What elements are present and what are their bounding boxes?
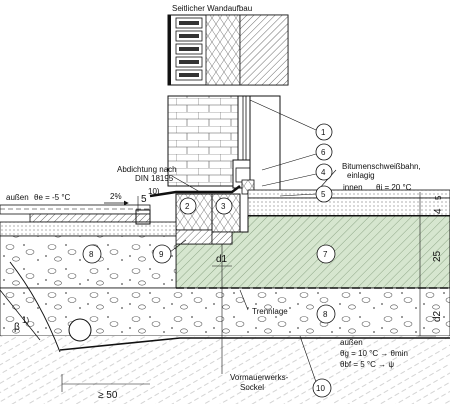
dim-5: 5: [141, 194, 147, 205]
dim-4-sup: 5: [434, 195, 443, 200]
label-beta-sup: 1): [22, 316, 29, 325]
callout-1: 1: [249, 99, 333, 141]
callout-2-text: 2: [185, 202, 190, 211]
callout-9-text: 9: [159, 250, 164, 259]
callout-9: 9: [152, 239, 187, 264]
callout-5: 5: [279, 185, 333, 203]
callout-8-upper-text: 8: [89, 250, 94, 259]
dim-25: 25: [432, 250, 443, 262]
callout-8-lower: 8: [316, 304, 336, 324]
label-aussen-right: außen: [340, 338, 363, 347]
dim-4: 4: [433, 208, 444, 214]
window-frame: [232, 95, 256, 189]
label-trennlage: Trennlage: [252, 307, 288, 316]
callout-1-text: 1: [321, 128, 326, 137]
slope-line: [9, 261, 61, 353]
callout-10: 10: [299, 335, 332, 398]
perimeter-insulation: [175, 193, 213, 231]
callout-3: 3: [215, 197, 233, 215]
callout-8-lower-text: 8: [323, 310, 328, 319]
callout-3-text: 3: [221, 202, 226, 211]
callout-4: 4: [261, 163, 333, 187]
inset-insulation: [205, 14, 241, 86]
dim-5-sup: 10): [148, 187, 160, 196]
inset-title: Seitlicher Wandaufbau: [172, 4, 252, 13]
dim-d2: d2: [432, 310, 443, 322]
drainage-pipe-icon: [68, 318, 92, 342]
dim-ge50: ≥ 50: [98, 390, 118, 401]
callout-2: 2: [179, 197, 197, 215]
label-bitumen-2: einlagig: [347, 171, 375, 180]
terrace-paving: [0, 204, 177, 237]
gravel-bed-upper: [0, 235, 177, 289]
callout-10-text: 10: [316, 384, 325, 393]
callout-4-text: 4: [321, 168, 326, 177]
label-abdichtung-1: Abdichtung nach: [117, 165, 177, 174]
label-theta-g: θg = 10 °C → θmin: [340, 349, 408, 358]
interior-wall-layer: [249, 95, 281, 193]
inset-brick-column: [175, 17, 203, 81]
label-theta-bf: θbf = 5 °C → ψ: [340, 360, 394, 369]
callout-6-text: 6: [321, 148, 326, 157]
foundation-base-line: [59, 337, 450, 351]
label-beta: β: [14, 322, 20, 333]
label-vormauer-1: Vormauerwerks-: [230, 373, 289, 382]
label-slope: 2%: [110, 192, 122, 201]
label-innen: innen: [343, 183, 363, 192]
callout-8-upper: 8: [82, 244, 102, 264]
callout-6: 6: [261, 143, 333, 171]
callout-7: 7: [316, 244, 336, 264]
facade-brickwork: [167, 95, 241, 187]
label-aussen-temp: θe = -5 °C: [34, 193, 71, 202]
label-vormauer-2: Sockel: [240, 383, 264, 392]
gravel-bed-lower: [0, 287, 450, 337]
inset-masonry: [239, 14, 289, 86]
label-innen-temp: θi = 20 °C: [376, 183, 412, 192]
waterproofing-upturn: [149, 185, 241, 198]
callout-5-text: 5: [321, 190, 326, 199]
soil: [0, 336, 450, 404]
label-aussen: außen: [6, 193, 29, 202]
label-bitumen-1: Bitumenschweißbahn,: [342, 162, 421, 171]
inset-wall-section: [167, 14, 289, 86]
callout-7-text: 7: [323, 250, 328, 259]
label-abdichtung-2: DIN 18195: [135, 174, 174, 183]
